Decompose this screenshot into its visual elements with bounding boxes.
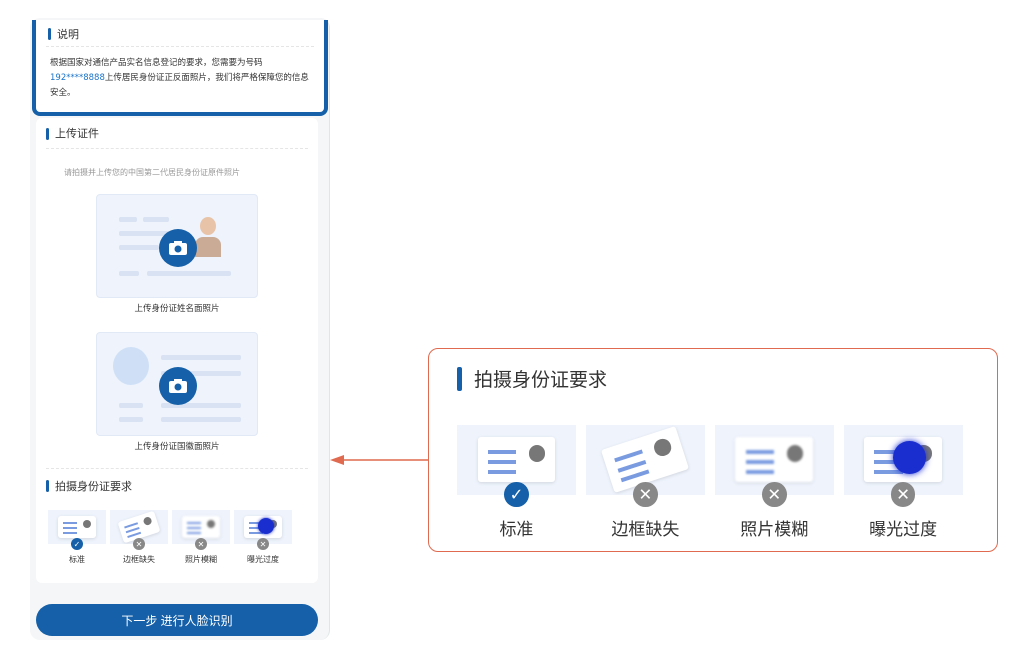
cross-icon: ✕ <box>133 538 145 550</box>
cross-icon: ✕ <box>633 482 658 507</box>
upload-title: 上传证件 <box>55 127 99 140</box>
camera-icon <box>159 367 197 405</box>
upload-hint: 请拍摄并上传您的中国第二代居民身份证原件照片 <box>64 168 240 177</box>
requirement-item: ✕ 边框缺失 <box>585 425 705 541</box>
callout-title: 拍摄身份证要求 <box>474 369 608 391</box>
explain-title: 说明 <box>57 28 79 41</box>
requirement-item: ✕ 曝光过度 <box>843 425 963 541</box>
requirement-label: 边框缺失 <box>123 555 155 564</box>
requirement-label: 曝光过度 <box>247 555 279 564</box>
requirement-label: 曝光过度 <box>869 520 938 541</box>
requirement-label: 标准 <box>499 520 534 541</box>
upload-back-button[interactable] <box>96 332 258 436</box>
requirements-callout: 拍摄身份证要求 ✓ 标准 ✕ 边框缺失 ✕ 照片模糊 ✕ 曝光过度 <box>428 348 998 552</box>
requirement-item: ✕ 照片模糊 <box>714 425 834 541</box>
camera-icon <box>159 229 197 267</box>
requirements-title: 拍摄身份证要求 <box>55 480 132 493</box>
explain-card: 说明 根据国家对通信产品实名信息登记的要求，您需要为号码192****8888上… <box>32 20 328 116</box>
front-caption: 上传身份证姓名面照片 <box>134 304 220 314</box>
requirement-item: ✕ 曝光过度 <box>234 510 292 565</box>
requirement-label: 边框缺失 <box>611 520 680 541</box>
requirement-label: 照片模糊 <box>185 555 217 564</box>
requirement-thumbnail <box>714 425 834 495</box>
requirement-label: 照片模糊 <box>740 520 809 541</box>
person-icon <box>195 217 221 257</box>
cross-icon: ✕ <box>890 482 916 507</box>
check-icon: ✓ <box>71 538 83 550</box>
requirement-label: 标准 <box>69 555 85 564</box>
upload-front-button[interactable] <box>96 194 258 298</box>
cross-icon: ✕ <box>761 482 787 507</box>
emblem-icon <box>113 347 149 385</box>
requirement-item: ✓ 标准 <box>457 425 576 540</box>
requirement-item: ✕ 边框缺失 <box>110 510 168 565</box>
phone-number: 192****8888 <box>50 73 105 83</box>
back-caption: 上传身份证国徽面照片 <box>134 442 220 452</box>
cross-icon: ✕ <box>257 538 269 550</box>
phone-screen: 说明 根据国家对通信产品实名信息登记的要求，您需要为号码192****8888上… <box>30 18 330 640</box>
next-step-button[interactable]: 下一步 进行人脸识别 <box>36 604 318 636</box>
requirement-item: ✓ 标准 <box>48 510 106 565</box>
check-icon: ✓ <box>504 482 529 507</box>
section-marker <box>48 28 51 40</box>
cross-icon: ✕ <box>195 538 207 550</box>
upload-card: 上传证件 请拍摄并上传您的中国第二代居民身份证原件照片 上传身份证姓名面照片 上… <box>36 118 318 583</box>
requirements-list-large: ✓ 标准 ✕ 边框缺失 ✕ 照片模糊 ✕ 曝光过度 <box>457 425 963 540</box>
requirements-list: ✓ 标准 ✕ 边框缺失 ✕ 照片模糊 ✕ 曝光过度 <box>48 510 292 565</box>
explain-text: 根据国家对通信产品实名信息登记的要求，您需要为号码192****8888上传居民… <box>50 58 309 98</box>
requirement-item: ✕ 照片模糊 <box>172 510 230 565</box>
requirement-thumbnail <box>172 510 230 544</box>
arrow-icon <box>330 455 428 465</box>
